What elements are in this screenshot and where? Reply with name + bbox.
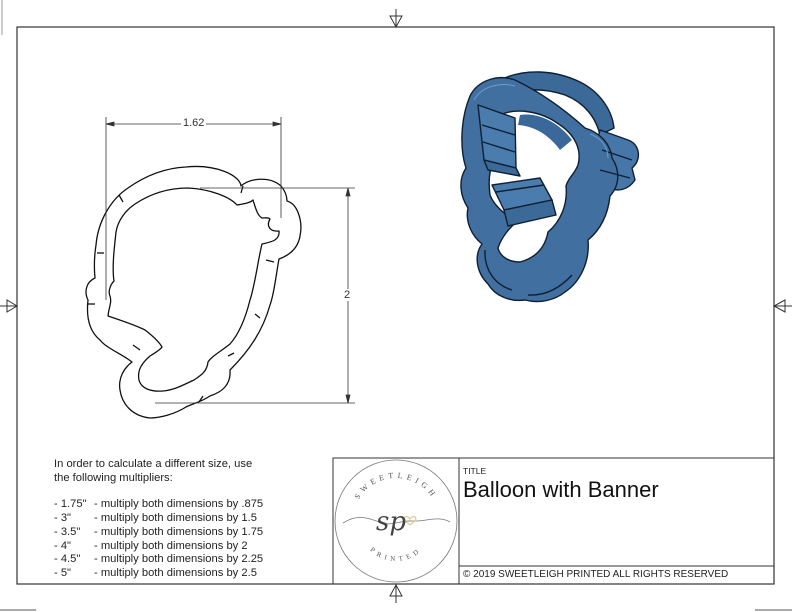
multiplier-row: - 5"- multiply both dimensions by 2.5: [54, 566, 257, 579]
cutter-outline-2d: [85, 165, 302, 419]
title-label: TITLE: [463, 466, 487, 476]
drawing-title: Balloon with Banner: [463, 477, 659, 502]
outer-outline: [85, 165, 302, 419]
center-mark-right-icon: [772, 299, 792, 313]
dimension-height: [155, 187, 355, 404]
sweetleigh-logo: [334, 459, 458, 583]
svg-text:SWEETLEIGH: SWEETLEIGH: [353, 471, 440, 501]
multiplier-row: - 3"- multiply both dimensions by 1.5: [54, 512, 257, 525]
center-mark-bottom-icon: [389, 583, 403, 603]
multiplier-row: - 3.5"- multiply both dimensions by 1.75: [54, 525, 264, 538]
logo-bottom-text: PRINTED: [369, 546, 420, 563]
cutter-3d-render: [460, 71, 639, 303]
dimension-width-label: 1.62: [181, 117, 207, 129]
copyright-text: © 2019 SWEETLEIGH PRINTED ALL RIGHTS RES…: [463, 569, 729, 580]
center-mark-top-icon: [389, 9, 403, 29]
title-block-frame: [332, 457, 775, 585]
logo-text-ring: SWEETLEIGH PRINTED sp: [353, 471, 440, 563]
multiplier-row: - 1.75"- multiply both dimensions by .87…: [54, 498, 264, 511]
multiplier-row: - 4"- multiply both dimensions by 2: [54, 539, 248, 552]
logo-top-text: SWEETLEIGH: [353, 471, 436, 501]
heart-icon: [403, 515, 417, 526]
dimension-height-label: 2: [342, 289, 353, 301]
size-notes: In order to calculate a different size, …: [54, 458, 263, 581]
notes-intro-line1: In order to calculate a different size, …: [54, 458, 253, 470]
svg-text:PRINTED: PRINTED: [369, 546, 424, 563]
inner-outline: [107, 187, 280, 392]
multiplier-row: - 4.5"- multiply both dimensions by 2.25: [54, 553, 264, 566]
center-mark-left-icon: [0, 299, 18, 313]
dimension-width: [105, 117, 282, 300]
logo-monogram: sp: [376, 507, 406, 537]
notes-intro-line2: the following multipliers:: [54, 471, 173, 484]
